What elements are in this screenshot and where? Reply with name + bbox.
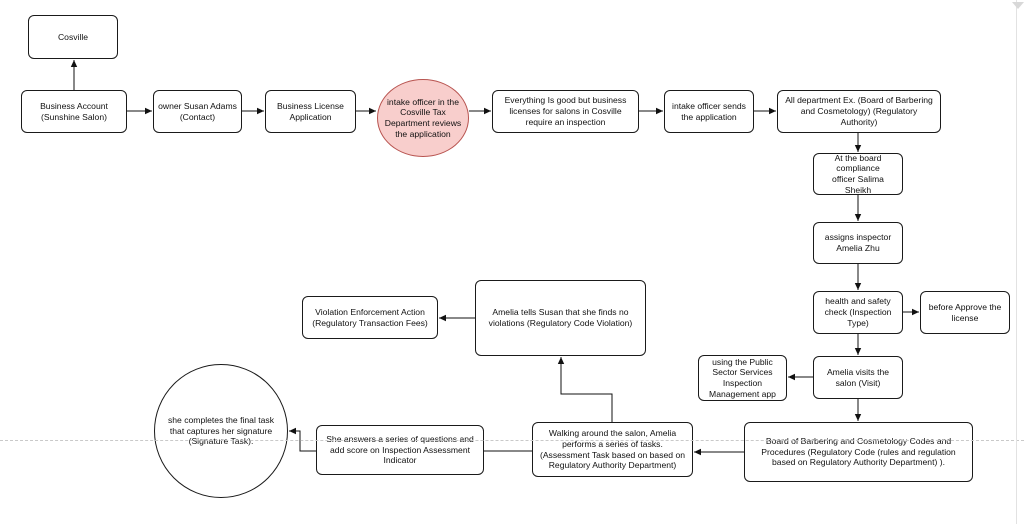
node-before-approve[interactable]: before Approve the license xyxy=(920,291,1010,334)
node-intake-officer-sends[interactable]: intake officer sends the application xyxy=(664,90,754,133)
node-owner-susan-adams[interactable]: owner Susan Adams (Contact) xyxy=(153,90,242,133)
page-break-line xyxy=(0,440,1024,441)
page-edge-line xyxy=(1016,0,1017,524)
node-all-department[interactable]: All department Ex. (Board of Barbering a… xyxy=(777,90,941,133)
node-compliance-officer[interactable]: At the board compliance officer Salima S… xyxy=(813,153,903,195)
connector-walking-around-to-tells-susan xyxy=(289,427,316,452)
page-corner-marker xyxy=(1012,2,1024,9)
node-final-signature-task[interactable]: she completes the final task that captur… xyxy=(154,364,288,498)
node-amelia-visits[interactable]: Amelia visits the salon (Visit) xyxy=(813,356,903,399)
node-assigns-inspector[interactable]: assigns inspector Amelia Zhu xyxy=(813,222,903,264)
node-health-safety-check[interactable]: health and safety check (Inspection Type… xyxy=(813,291,903,334)
connector-walking-around-to-answers-questions xyxy=(557,357,613,422)
node-intake-officer-review[interactable]: intake officer in the Cosville Tax Depar… xyxy=(377,79,469,157)
node-walking-around-salon[interactable]: Walking around the salon, Amelia perform… xyxy=(532,422,693,477)
node-cosville[interactable]: Cosville xyxy=(28,15,118,59)
node-tells-susan[interactable]: Amelia tells Susan that she finds no vio… xyxy=(475,280,646,356)
node-business-license-application[interactable]: Business License Application xyxy=(265,90,356,133)
node-inspection-management-app[interactable]: using the Public Sector Services Inspect… xyxy=(698,355,787,401)
node-inspection-required[interactable]: Everything Is good but business licenses… xyxy=(492,90,639,133)
node-violation-enforcement[interactable]: Violation Enforcement Action (Regulatory… xyxy=(302,296,438,339)
node-answers-questions[interactable]: She answers a series of questions and ad… xyxy=(316,425,484,475)
node-business-account[interactable]: Business Account (Sunshine Salon) xyxy=(21,90,127,133)
node-board-codes-procedures[interactable]: Board of Barbering and Cosmetology Codes… xyxy=(744,422,973,482)
